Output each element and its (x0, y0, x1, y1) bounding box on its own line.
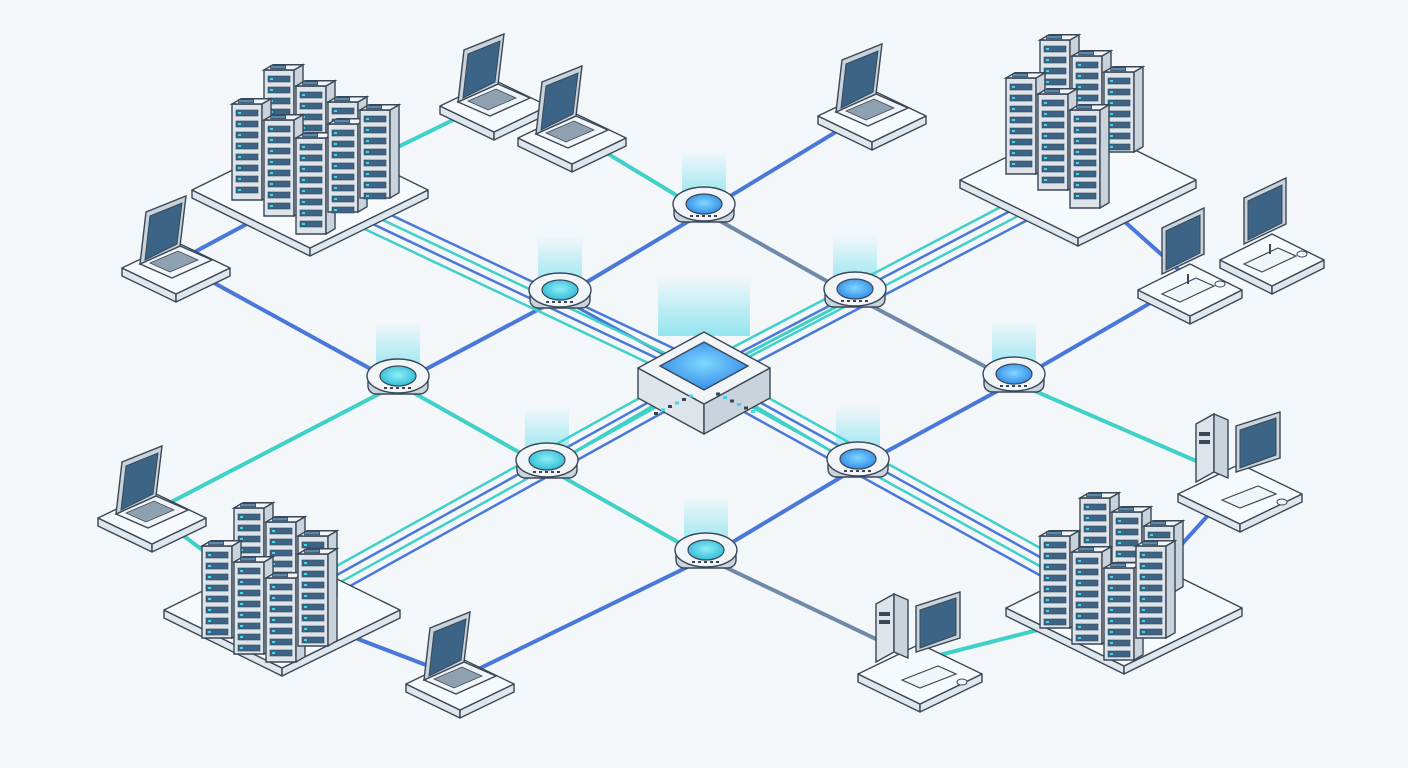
fiber-link (282, 378, 708, 615)
network-switch-icon (674, 496, 738, 569)
network-switch-icon (672, 150, 736, 223)
server-rack-icon (959, 33, 1197, 247)
desktop-workstation-icon (1219, 176, 1325, 295)
laptop-icon (517, 64, 627, 173)
network-switch-icon (982, 320, 1046, 393)
server-rack-icon (1005, 491, 1243, 675)
laptop-icon (121, 194, 231, 303)
fiber-link (274, 364, 700, 601)
server-rack-icon (191, 63, 429, 257)
desktop-workstation-icon (1137, 206, 1243, 325)
network-switch-icon (528, 236, 592, 309)
fiber-link (278, 371, 704, 608)
laptop-icon (817, 42, 927, 151)
core-switch-icon (637, 276, 771, 435)
network-link (458, 556, 708, 680)
tower-workstation-icon (1177, 411, 1303, 533)
network-switch-icon (826, 405, 890, 478)
server-rack-icon (163, 501, 401, 677)
network-link (150, 382, 400, 514)
laptop-icon (405, 610, 515, 719)
laptop-icon (97, 444, 207, 553)
laptop-icon (439, 32, 549, 141)
network-devices (97, 32, 1325, 719)
fiber-link (286, 385, 712, 622)
tower-workstation-icon (857, 591, 983, 713)
fiber-link (708, 189, 1085, 388)
network-switch-icon (515, 406, 579, 479)
network-switch-icon (366, 322, 430, 395)
network-switch-icon (823, 235, 887, 308)
fiber-link (303, 199, 701, 389)
